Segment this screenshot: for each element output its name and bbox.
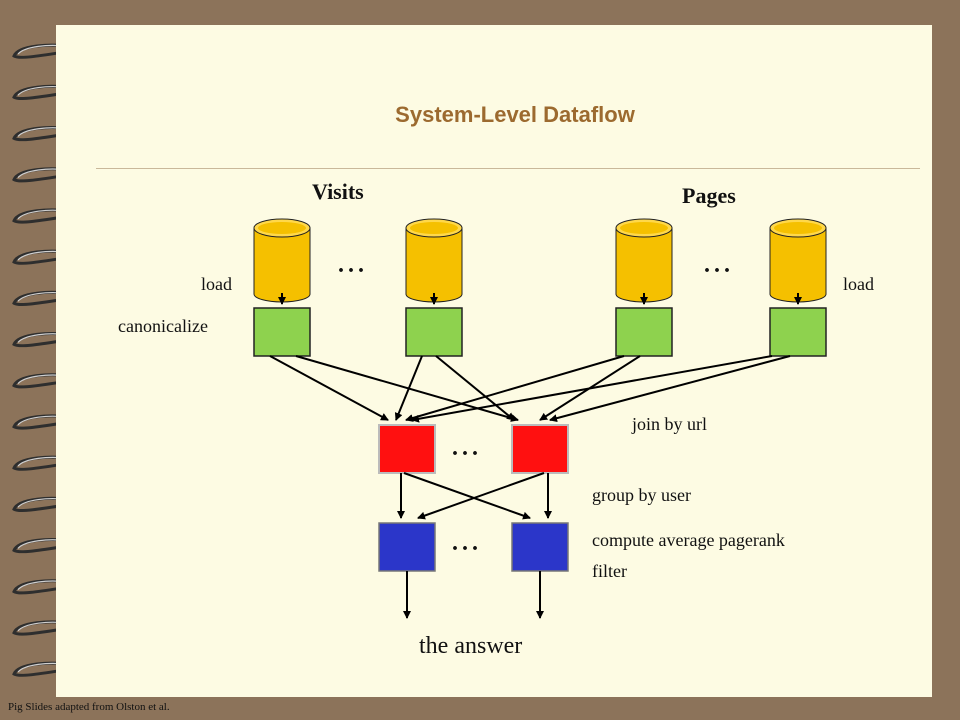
group-by-user-label: group by user — [592, 485, 691, 505]
pages-db-1 — [615, 218, 673, 303]
pages-ellipsis: ... — [704, 252, 734, 278]
load-label-left: load — [201, 274, 232, 294]
compute-average-label: compute average pagerank — [592, 530, 785, 550]
join-box-2 — [511, 424, 569, 474]
visits-db-1 — [253, 218, 311, 303]
group-arrow — [417, 472, 545, 520]
shuffle-arrow — [549, 355, 791, 423]
join-ellipsis: ... — [452, 435, 482, 461]
shuffle-arrow — [295, 355, 519, 422]
slide-page — [56, 25, 932, 697]
shuffle-arrow — [411, 355, 773, 423]
group-box-1 — [378, 522, 436, 572]
slide-title: System-Level Dataflow — [395, 102, 635, 127]
join-box-1 — [378, 424, 436, 474]
group-ellipsis: ... — [452, 530, 482, 556]
shuffle-arrow — [269, 355, 389, 421]
visits-ellipsis: ... — [338, 252, 368, 278]
canonicalize-box-3 — [615, 307, 673, 357]
join-by-url-label: join by url — [632, 414, 707, 434]
answer-label: the answer — [419, 633, 523, 659]
shuffle-arrow — [394, 355, 423, 421]
footer-credit: Pig Slides adapted from Olston et al. — [8, 701, 170, 713]
group-arrow — [403, 472, 531, 520]
canonicalize-box-1 — [253, 307, 311, 357]
visits-db-2 — [405, 218, 463, 303]
pages-label: Pages — [682, 183, 736, 208]
shuffle-arrow — [405, 355, 625, 422]
shuffle-arrow — [435, 355, 515, 421]
canonicalize-box-2 — [405, 307, 463, 357]
canonicalize-label: canonicalize — [118, 316, 208, 336]
canonicalize-box-4 — [769, 307, 827, 357]
load-label-right: load — [843, 274, 874, 294]
pages-db-2 — [769, 218, 827, 303]
visits-label: Visits — [312, 179, 364, 204]
group-box-2 — [511, 522, 569, 572]
filter-label: filter — [592, 561, 627, 581]
title-divider — [96, 168, 920, 169]
